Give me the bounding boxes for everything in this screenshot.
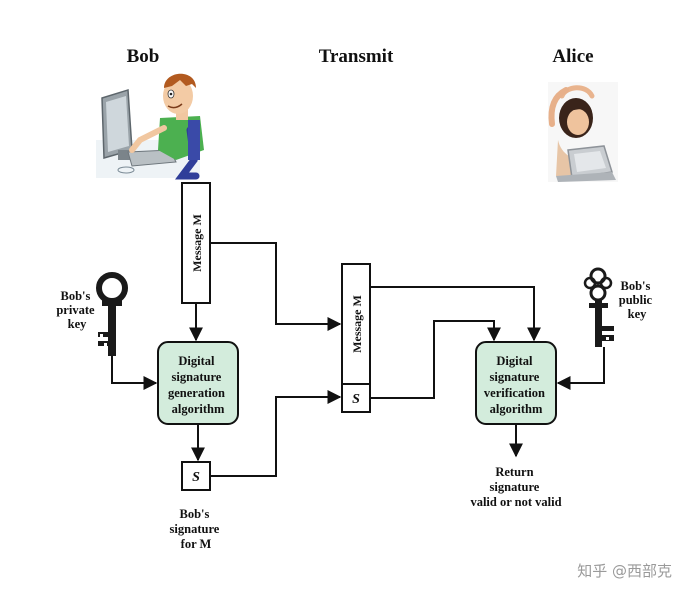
- private-key-icon: [96, 272, 128, 356]
- heading-bob: Bob: [127, 46, 160, 67]
- signature-box-transmit-label: S: [352, 392, 360, 407]
- flow-arrows: [111, 242, 605, 477]
- public-key-label: Bob's public key: [619, 279, 655, 321]
- arrow-private-key-to-generation: [111, 356, 158, 390]
- person-with-laptop-icon: [548, 82, 618, 182]
- public-key-icon: [583, 267, 614, 347]
- signature-verification-algorithm-label: Digital signature verification algorithm: [484, 354, 548, 416]
- message-box-bob-label: Message M: [190, 214, 204, 272]
- bob-signature-caption: Bob's signature for M: [170, 507, 223, 551]
- signature-box-bob-label: S: [192, 470, 200, 485]
- arrow-signature-to-transmit: [210, 390, 342, 477]
- heading-alice: Alice: [552, 46, 593, 67]
- arrow-transmit-signature-to-verification: [370, 320, 501, 399]
- arrow-public-key-to-verification: [556, 347, 605, 390]
- watermark: 知乎 @西部克: [577, 562, 672, 580]
- signature-generation-algorithm-label: Digital signature generation algorithm: [168, 354, 228, 416]
- heading-transmit: Transmit: [319, 46, 394, 67]
- person-at-computer-icon: [96, 73, 204, 180]
- result-caption: Return signature valid or not valid: [470, 465, 561, 509]
- private-key-label: Bob's private key: [56, 289, 97, 331]
- arrow-transmit-message-to-verification: [370, 286, 541, 342]
- message-box-transmit: [341, 263, 371, 385]
- arrow-message-to-transmit: [210, 242, 342, 331]
- message-box-transmit-label: Message M: [350, 295, 364, 353]
